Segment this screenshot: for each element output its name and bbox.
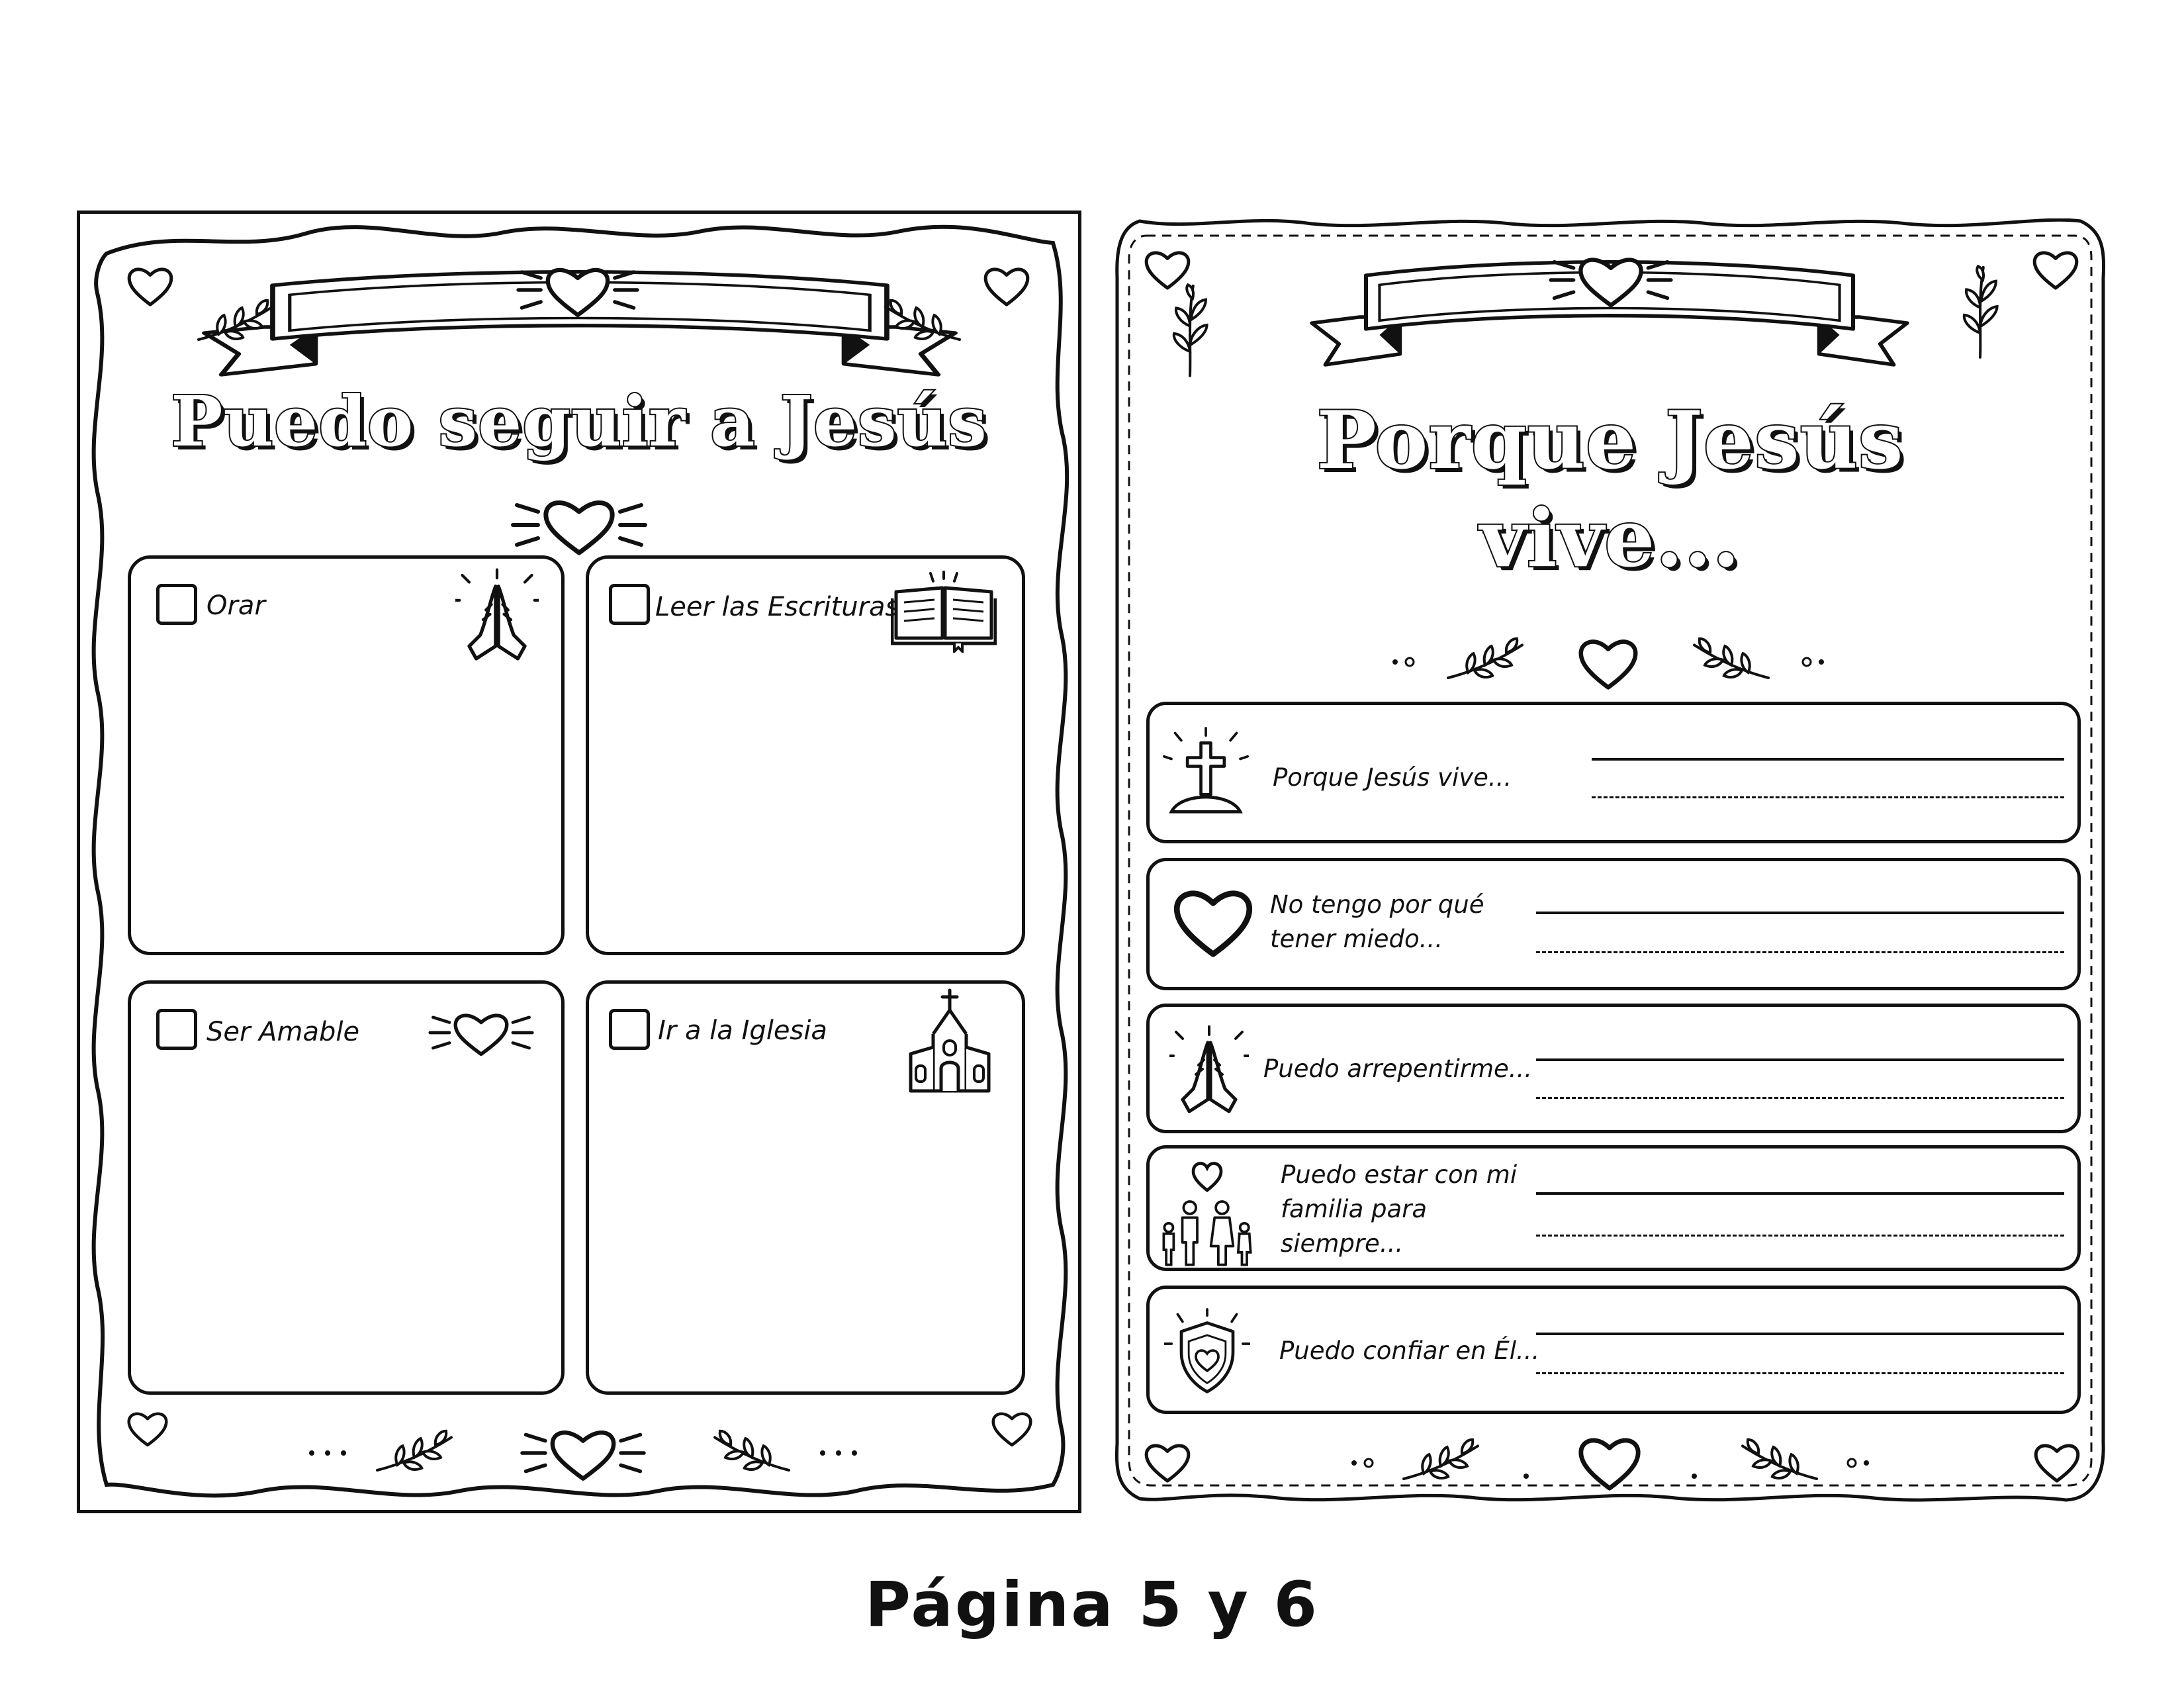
corner-heart-icon [126, 1409, 169, 1448]
activity-label: Ir a la Iglesia [658, 1015, 827, 1046]
write-lines[interactable] [1536, 1289, 2064, 1411]
write-lines[interactable] [1536, 861, 2064, 987]
corner-heart-icon [126, 264, 174, 308]
prompt-row: No tengo por qué tener miedo... [1146, 858, 2081, 990]
title-line-1: Porque Jesús [1315, 393, 1904, 489]
title-heart-icon [506, 492, 652, 558]
bottom-ornament [1351, 1430, 1869, 1493]
write-lines[interactable] [1592, 705, 2064, 840]
worksheet-page-6: Porque Jesús vive... Porque Jesús vive..… [1113, 218, 2107, 1503]
shield-heart-icon [1164, 1306, 1250, 1399]
cross-icon [1163, 725, 1249, 818]
prompt-text: Puedo estar con mi familia para siempre.… [1281, 1160, 1518, 1258]
title-line-2: vive... [1479, 491, 1741, 586]
banner-heart-icon [1545, 249, 1677, 311]
prompt-text: Puedo confiar en Él... [1279, 1336, 1540, 1365]
checkbox[interactable] [609, 1009, 650, 1050]
heart-icon [1172, 885, 1254, 959]
prompt-row: Puedo estar con mi familia para siempre.… [1146, 1145, 2081, 1271]
leaf-sprig-icon [193, 297, 279, 350]
prompt-text: No tengo por qué tener miedo... [1270, 890, 1484, 953]
church-icon [907, 988, 993, 1094]
page-caption: Página 5 y 6 [865, 1569, 1319, 1641]
corner-heart-icon [1144, 1440, 1191, 1484]
activity-label: Orar [206, 590, 265, 621]
vertical-leaf-icon [1163, 281, 1216, 380]
corner-heart-icon [2032, 248, 2079, 291]
activity-box-orar: Orar [128, 555, 565, 955]
book-icon [891, 571, 997, 653]
activity-box-ser-amable: Ser Amable [128, 980, 565, 1395]
activity-label: Leer las Escrituras [655, 592, 899, 622]
prompt-row: Puedo arrepentirme... [1146, 1004, 2081, 1133]
praying-hands-icon [1169, 1025, 1249, 1118]
prompt-text: Porque Jesús vive... [1273, 763, 1512, 792]
banner-heart-icon [512, 260, 644, 320]
praying-hands-icon [455, 568, 539, 666]
vertical-leaf-icon [1954, 262, 2007, 361]
family-icon [1158, 1155, 1257, 1268]
page-title: Porque Jesús vive... [1113, 392, 2107, 588]
activity-label: Ser Amable [206, 1017, 360, 1047]
heart-icon [425, 1006, 537, 1059]
corner-heart-icon [983, 264, 1030, 308]
corner-heart-icon [2033, 1440, 2081, 1484]
wavy-frame [91, 224, 1069, 1498]
activity-box-escrituras: Leer las Escrituras [586, 555, 1025, 955]
prompt-row: Porque Jesús vive... [1146, 702, 2081, 843]
activity-box-iglesia: Ir a la Iglesia [586, 980, 1025, 1395]
prompt-text: Puedo arrepentirme... [1263, 1055, 1533, 1083]
title-ornament [1392, 629, 1824, 692]
prompt-row: Puedo confiar en Él... [1146, 1286, 2081, 1414]
write-lines[interactable] [1536, 1007, 2064, 1130]
write-lines[interactable] [1536, 1149, 2064, 1268]
checkbox[interactable] [156, 584, 197, 625]
page-title: Puedo seguir a Jesús [169, 381, 988, 462]
corner-heart-icon [991, 1409, 1033, 1448]
worksheet-page-5: Puedo seguir a Jesús Orar Leer las Escri… [77, 211, 1081, 1513]
checkbox[interactable] [156, 1009, 197, 1050]
bottom-ornament [309, 1421, 857, 1485]
leaf-sprig-icon [880, 297, 966, 350]
checkbox[interactable] [609, 584, 650, 625]
